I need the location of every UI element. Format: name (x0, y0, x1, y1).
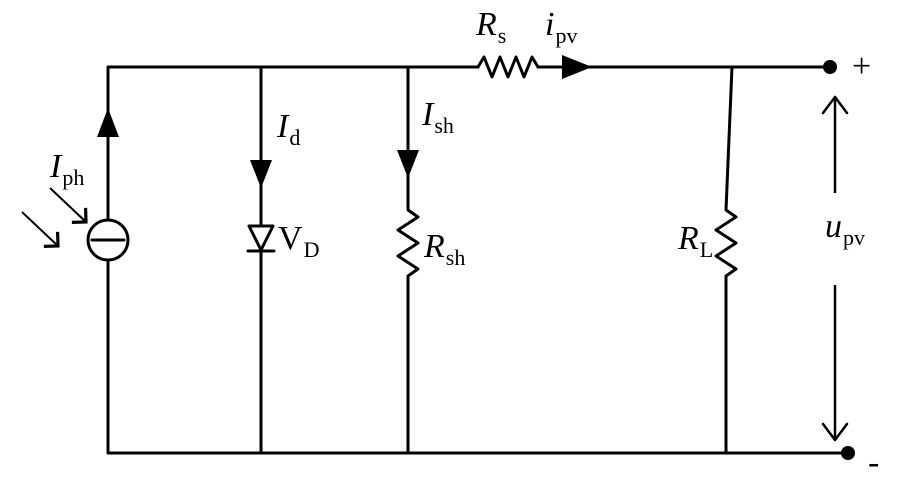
label-rsh: Rsh (424, 228, 465, 269)
light-arrow-2 (21, 211, 60, 249)
label-vd-main: V (278, 220, 303, 257)
iph-arrow (97, 108, 119, 137)
light-arrow-1 (49, 187, 88, 225)
label-rl-main: R (678, 220, 699, 257)
label-ish: Ish (422, 96, 454, 137)
id-arrow (250, 160, 272, 188)
label-iph-main: I (50, 148, 62, 185)
upv-arrowhead-down (821, 422, 849, 442)
current-source (86, 218, 130, 262)
label-minus: - (868, 444, 880, 481)
label-rs-sub: s (497, 23, 507, 48)
label-plus: + (852, 48, 872, 85)
label-iph-sub: ph (62, 165, 85, 190)
diode-symbol (247, 224, 275, 252)
label-id-sub: d (289, 125, 301, 150)
load-wire (714, 65, 738, 455)
label-rsh-main: R (424, 228, 445, 265)
label-iph: Iph (50, 148, 84, 189)
label-ipv: ipv (545, 6, 577, 47)
label-id: Id (277, 108, 300, 149)
label-rl: RL (678, 220, 713, 261)
label-upv-sub: pv (843, 225, 865, 250)
label-rs: Rs (476, 6, 506, 47)
label-id-main: I (277, 108, 289, 145)
label-ish-main: I (422, 96, 434, 133)
label-vd: VD (278, 220, 319, 261)
upv-arrowhead-up (821, 95, 849, 115)
label-ish-sub: sh (434, 113, 454, 138)
ipv-arrow (562, 55, 592, 79)
ish-arrow (397, 150, 419, 178)
label-ipv-main: i (545, 6, 555, 43)
negative-terminal (841, 446, 855, 460)
series-resistor (476, 55, 540, 79)
label-ipv-sub: pv (555, 23, 578, 48)
positive-terminal (823, 60, 837, 74)
label-vd-sub: D (303, 237, 320, 262)
label-rsh-sub: sh (445, 245, 466, 270)
label-upv: upv (825, 208, 865, 249)
label-upv-main: u (825, 208, 842, 245)
shunt-wire (396, 65, 420, 455)
label-rl-sub: L (699, 237, 714, 262)
label-rs-main: R (476, 6, 497, 43)
